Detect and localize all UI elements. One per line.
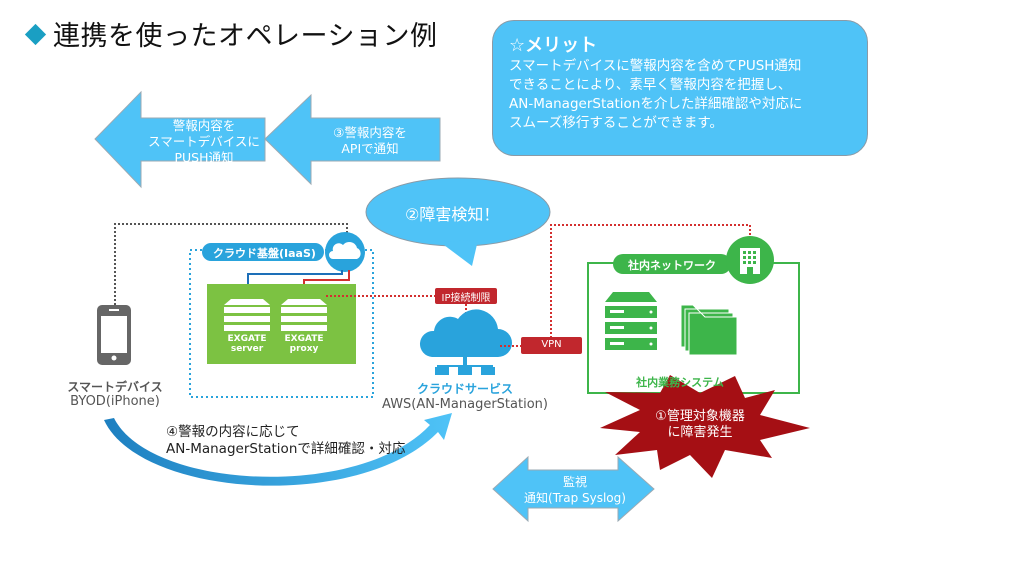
exgate-proxy-icon [281, 299, 327, 331]
cloud-service-icon [419, 309, 512, 375]
page-title-text: 連携を使ったオペレーション例 [53, 21, 438, 52]
incident-burst [600, 375, 810, 478]
detection-bubble-text: ②障害検知！ [405, 205, 500, 224]
folder-icon [680, 304, 738, 356]
push-notify-text: 警報内容を スマートデバイスに PUSH通知 [148, 118, 260, 165]
monitor-text: 監視 通知(Trap Syslog) [524, 475, 626, 505]
api-notify-text: ③警報内容を APIで通知 [333, 125, 407, 156]
api-notify-arrow [264, 93, 441, 186]
exgate-server-icon [224, 299, 270, 331]
merit-body: スマートデバイスに警報内容を含めてPUSH通知 できることにより、素早く警報内容… [509, 58, 803, 131]
detection-bubble [365, 177, 551, 266]
internal-network-label: 社内ネットワーク [628, 259, 716, 272]
incident-text: ①管理対象機器 に障害発生 [655, 409, 745, 440]
ip-restriction-text: IP接続制限 [441, 293, 491, 304]
exgate-server-name: EXGATE [227, 334, 267, 344]
internal-server-icon [605, 292, 657, 350]
smart-device-label: スマートデバイス [67, 380, 163, 394]
cloud-base-label-pill [202, 232, 365, 272]
exgate-server-role: server [230, 344, 264, 354]
vpn-badge [521, 337, 582, 354]
exgate-proxy-role: proxy [289, 344, 319, 354]
internal-system-label: 社内業務システム [636, 376, 724, 389]
cloud-service-sublabel: AWS(AN-ManagerStation) [382, 397, 548, 412]
step4-curved-arrow [104, 413, 452, 486]
cloud-base-cloud-icon [329, 241, 361, 259]
cloud-service-label: クラウドサービス [416, 382, 513, 396]
smartphone-icon [97, 305, 131, 365]
smart-device-sublabel: BYOD(iPhone) [70, 394, 160, 409]
vpn-text: VPN [541, 339, 562, 350]
step4-text: ④警報の内容に応じて AN-ManagerStationで詳細確認・対応 [166, 424, 406, 457]
device-connection-line [114, 223, 348, 305]
exgate-server-label: EXGATE server [219, 334, 275, 354]
merit-box: ☆メリット スマートデバイスに警報内容を含めてPUSH通知 できることにより、素… [492, 20, 868, 156]
cloud-base-label: クラウド基盤(IaaS) [213, 247, 316, 260]
exgate-proxy-name: EXGATE [284, 334, 324, 344]
ip-restriction-badge [435, 288, 497, 304]
exgate-proxy-label: EXGATE proxy [276, 334, 332, 354]
page-title: 連携を使ったオペレーション例 [22, 14, 437, 53]
merit-heading: ☆メリット [509, 35, 598, 56]
monitor-arrow [492, 455, 655, 523]
exgate-panel [207, 284, 356, 364]
